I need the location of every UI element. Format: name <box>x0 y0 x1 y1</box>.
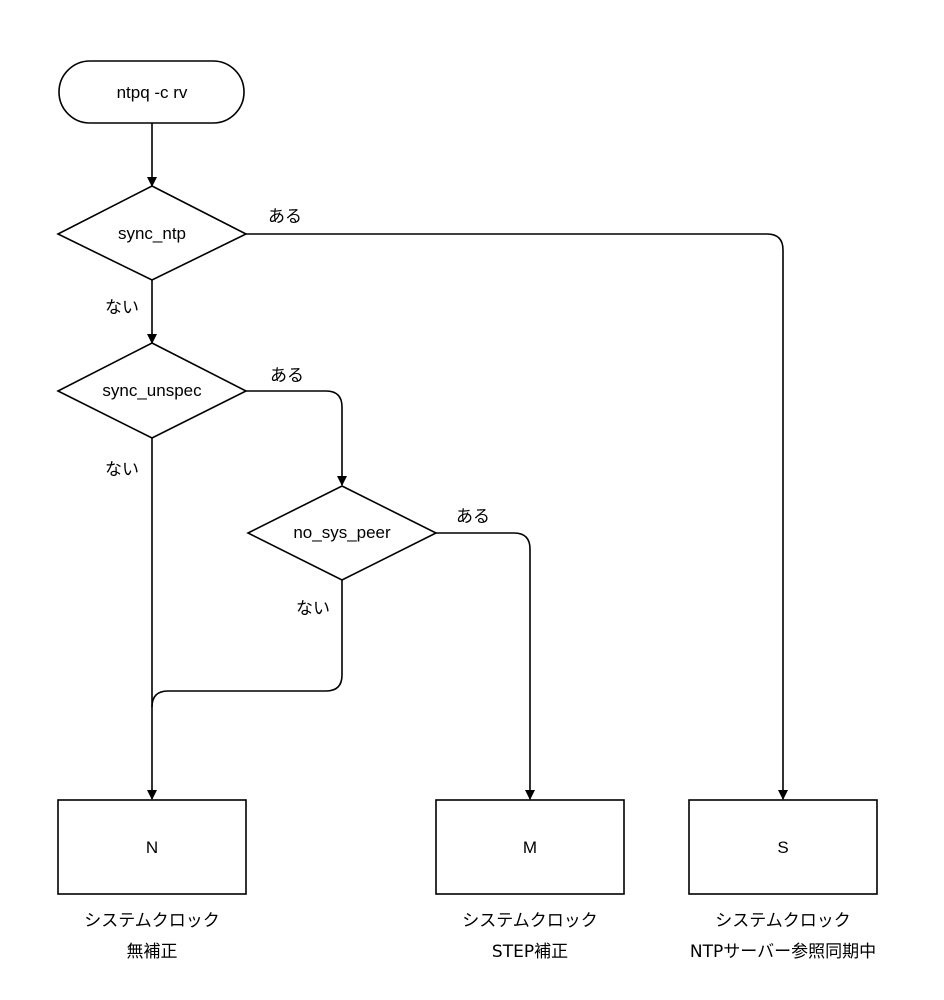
decision-sync-ntp-shape <box>56 185 248 281</box>
decision-sync-unspec-label: sync_unspec <box>102 381 202 400</box>
result-s-caption-line1: システムクロック <box>715 911 851 931</box>
result-m-caption-line2: STEP補正 <box>492 942 568 962</box>
decision-sync-unspec: sync_unspec <box>56 342 248 439</box>
result-m: M <box>435 799 625 895</box>
result-s: S <box>688 799 878 895</box>
sync-unspec-no-label: ない <box>105 460 139 480</box>
result-m-shape <box>435 799 625 895</box>
result-m-caption-line1: システムクロック <box>462 911 598 931</box>
start-node: ntpq -c rv <box>58 60 245 124</box>
decision-sync-ntp: sync_ntp <box>56 185 248 281</box>
result-n-caption-line2: 無補正 <box>127 942 178 962</box>
decision-sync-unspec-shape <box>56 342 248 439</box>
decision-no-sys-peer: no_sys_peer <box>246 485 438 581</box>
arrow-sync-unspec-yes-to-no-sys-peer <box>246 390 347 486</box>
arrow-no-sys-peer-no-merge <box>151 580 343 708</box>
decision-sync-ntp-label: sync_ntp <box>118 224 186 243</box>
result-n-caption-line1: システムクロック <box>84 911 220 931</box>
sync-unspec-yes-label: ある <box>270 366 304 386</box>
result-s-label: S <box>777 838 788 857</box>
result-s-shape <box>688 799 878 895</box>
result-n-shape <box>57 799 247 895</box>
start-shape <box>58 60 245 124</box>
result-s-caption-line2: NTPサーバー参照同期中 <box>690 942 876 962</box>
no-sys-peer-no-label: ない <box>296 599 330 619</box>
result-n: N <box>57 799 247 895</box>
arrow-sync-ntp-yes-to-s <box>246 233 788 800</box>
decision-no-sys-peer-label: no_sys_peer <box>293 523 391 542</box>
decision-no-sys-peer-shape <box>246 485 438 581</box>
sync-ntp-no-label: ない <box>105 298 139 318</box>
result-n-label: N <box>146 838 158 857</box>
no-sys-peer-yes-label: ある <box>456 507 490 527</box>
sync-ntp-yes-label: ある <box>268 207 302 227</box>
arrow-no-sys-peer-yes-to-m <box>436 532 535 800</box>
start-label: ntpq -c rv <box>117 83 188 102</box>
result-m-label: M <box>523 838 537 857</box>
